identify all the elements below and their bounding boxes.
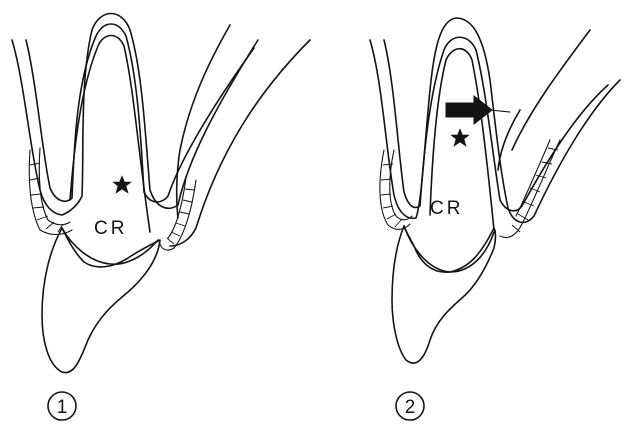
panel-1: CR 1 (12, 14, 310, 421)
panel-1-socket-inner (26, 24, 254, 202)
panel-2-gingiva-line (512, 30, 590, 150)
panel-2: CR 2 (370, 18, 620, 420)
panel-2-right-ligament (500, 140, 560, 238)
panel-2-block-arrow-icon (446, 96, 510, 124)
panel-2-crown (392, 226, 496, 363)
panel-1-crown (42, 228, 160, 373)
panel-2-socket-outer (370, 18, 620, 222)
panel-1-star-icon (113, 176, 131, 193)
panel-2-number: 2 (405, 397, 416, 418)
panel-2-cr-label: CR (430, 198, 463, 219)
panel-2-cej (404, 226, 494, 272)
panel-1-number: 1 (57, 397, 68, 418)
panel-1-left-ligament (29, 148, 72, 235)
panel-1-gingiva-line-2 (170, 40, 310, 246)
panel-2-star-icon (451, 129, 469, 146)
panel-1-cr-label: CR (94, 218, 127, 239)
